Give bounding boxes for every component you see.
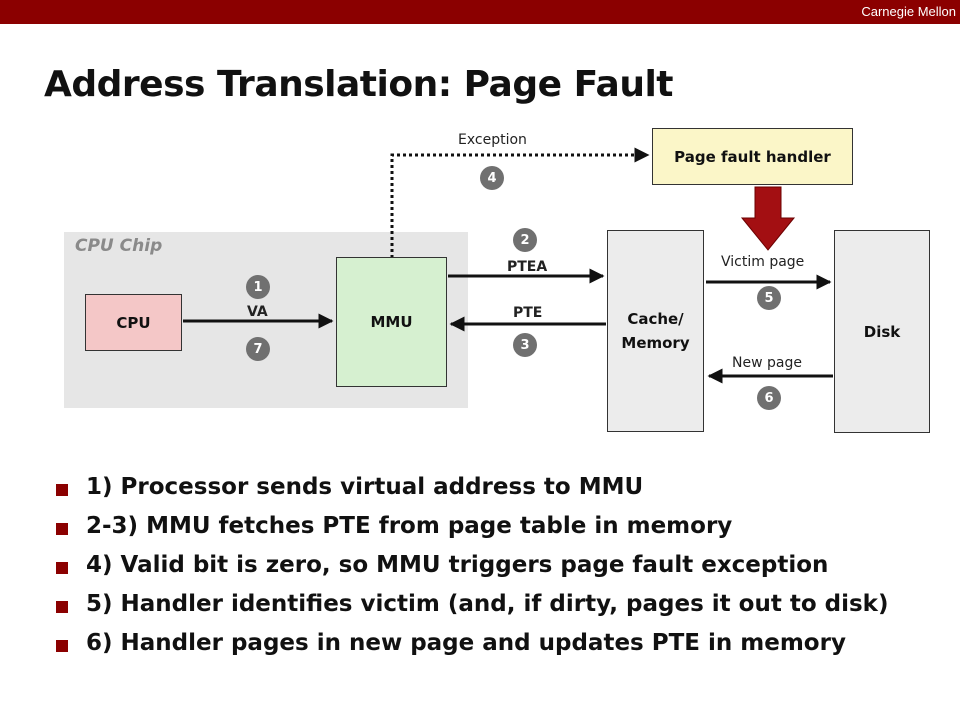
step-badge-2: 2 bbox=[513, 228, 537, 252]
page-fault-handler-label: Page fault handler bbox=[674, 147, 831, 166]
bullet-item: 1) Processor sends virtual address to MM… bbox=[52, 474, 932, 500]
step-badge-5: 5 bbox=[757, 286, 781, 310]
page-fault-handler-box: Page fault handler bbox=[652, 128, 853, 185]
ptea-label: PTEA bbox=[507, 259, 548, 275]
bullet-item: 4) Valid bit is zero, so MMU triggers pa… bbox=[52, 552, 932, 578]
victim-page-label: Victim page bbox=[721, 254, 805, 270]
step-badge-1: 1 bbox=[246, 275, 270, 299]
exception-arrow bbox=[390, 147, 650, 258]
step-badge-3: 3 bbox=[513, 333, 537, 357]
step-badge-7: 7 bbox=[246, 337, 270, 361]
disk-box: Disk bbox=[834, 230, 930, 433]
step-badge-6: 6 bbox=[757, 386, 781, 410]
slide-title: Address Translation: Page Fault bbox=[44, 64, 674, 105]
mmu-label: MMU bbox=[370, 313, 413, 331]
bullet-text: 5) Handler identifies victim (and, if di… bbox=[86, 591, 889, 617]
brand-name: Carnegie Mellon bbox=[861, 4, 956, 19]
bullet-text: 6) Handler pages in new page and updates… bbox=[86, 630, 846, 656]
handler-down-arrow bbox=[740, 186, 796, 251]
bullet-marker bbox=[56, 640, 68, 652]
mmu-box: MMU bbox=[336, 257, 447, 387]
memory-label-line1: Cache/ bbox=[627, 310, 684, 328]
cpu-box: CPU bbox=[85, 294, 182, 351]
bullet-item: 6) Handler pages in new page and updates… bbox=[52, 630, 932, 656]
exception-label: Exception bbox=[458, 132, 527, 148]
bullet-marker bbox=[56, 562, 68, 574]
pte-label: PTE bbox=[513, 305, 543, 321]
bullet-text: 1) Processor sends virtual address to MM… bbox=[86, 474, 644, 500]
bullet-item: 2-3) MMU fetches PTE from page table in … bbox=[52, 513, 932, 539]
new-page-label: New page bbox=[732, 355, 802, 371]
disk-label: Disk bbox=[863, 322, 901, 341]
memory-label-line2: Memory bbox=[621, 334, 690, 352]
bullet-marker bbox=[56, 601, 68, 613]
bullet-marker bbox=[56, 523, 68, 535]
cpu-label: CPU bbox=[116, 313, 151, 332]
step-badge-4: 4 bbox=[480, 166, 504, 190]
cache-memory-box: Cache/ Memory bbox=[607, 230, 704, 432]
bullet-item: 5) Handler identifies victim (and, if di… bbox=[52, 591, 932, 617]
va-label: VA bbox=[247, 304, 268, 320]
bullet-text: 4) Valid bit is zero, so MMU triggers pa… bbox=[86, 552, 829, 578]
cpu-chip-label: CPU Chip bbox=[75, 236, 163, 256]
bullet-marker bbox=[56, 484, 68, 496]
header-bar: Carnegie Mellon bbox=[0, 0, 960, 24]
bullet-text: 2-3) MMU fetches PTE from page table in … bbox=[86, 513, 733, 539]
bullet-list: 1) Processor sends virtual address to MM… bbox=[52, 474, 932, 669]
